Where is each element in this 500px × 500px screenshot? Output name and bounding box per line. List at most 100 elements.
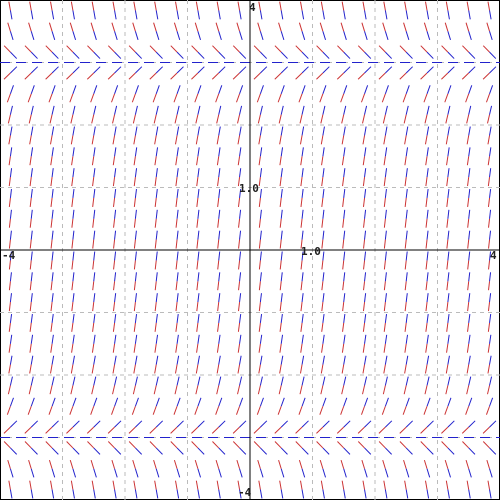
slope-segment: [51, 105, 55, 115]
slope-segment: [30, 230, 33, 240]
slope-segment: [321, 218, 324, 228]
slope-segment: [236, 22, 241, 32]
slope-segment: [280, 147, 284, 157]
slope-segment: [71, 197, 74, 207]
slope-segment: [403, 460, 407, 469]
slope-segment: [30, 147, 34, 157]
slope-segment: [30, 355, 34, 365]
slope-segment: [174, 114, 178, 124]
slope-segment: [340, 460, 345, 469]
slope-segment: [9, 397, 14, 407]
slope-segment: [343, 397, 348, 407]
slope-segment: [112, 480, 116, 490]
slope-segment: [197, 51, 205, 59]
slope-segment: [343, 489, 346, 499]
slope-segment: [405, 272, 408, 282]
slope-segment: [300, 260, 303, 270]
slope-segment: [9, 355, 13, 365]
slope-segment: [361, 22, 366, 32]
slope-segment: [487, 302, 491, 312]
slope-segment: [134, 334, 138, 344]
slope-segment: [114, 105, 118, 115]
slope-segment: [447, 447, 455, 455]
slope-segment: [10, 447, 18, 455]
slope-segment: [321, 322, 324, 332]
slope-segment: [467, 197, 470, 207]
slope-segment: [133, 135, 136, 145]
slope-segment: [48, 22, 53, 32]
slope-segment: [93, 126, 96, 136]
slope-segment: [8, 260, 11, 270]
slope-segment: [217, 302, 220, 312]
slope-segment: [134, 376, 138, 386]
slope-segment: [29, 218, 32, 228]
slope-segment: [467, 281, 470, 291]
slope-segment: [155, 188, 158, 199]
slope-segment: [259, 230, 262, 240]
slope-segment: [175, 343, 178, 353]
slope-segment: [260, 420, 268, 428]
slope-segment: [173, 406, 178, 415]
slope-segment: [343, 230, 346, 240]
slope-segment: [154, 1, 157, 11]
slope-segment: [489, 126, 492, 136]
slope-segment: [320, 364, 324, 374]
slope-segment: [343, 31, 347, 41]
slope-segment: [301, 51, 309, 59]
slope-segment: [404, 239, 407, 249]
slope-segment: [364, 209, 367, 219]
slope-segment: [93, 147, 96, 157]
slope-segment: [238, 281, 241, 291]
slope-segment: [218, 489, 221, 499]
slope-segment: [300, 281, 303, 291]
slope-segment: [217, 239, 220, 249]
slope-segment: [383, 135, 386, 145]
slope-segment: [211, 72, 220, 80]
slope-segment: [239, 489, 242, 499]
slope-segment: [258, 302, 261, 312]
slope-segment: [301, 126, 305, 136]
slope-segment: [468, 468, 472, 478]
slope-segment: [404, 480, 407, 490]
slope-segment: [133, 1, 136, 11]
slope-segment: [237, 156, 241, 166]
slope-segment: [154, 343, 157, 353]
slope-segment: [399, 426, 407, 434]
slope-segment: [51, 293, 54, 303]
slope-segment: [232, 426, 240, 434]
slope-segment: [447, 10, 450, 20]
slope-segment: [405, 251, 408, 261]
slope-segment: [194, 460, 199, 469]
slope-segment: [69, 22, 74, 32]
slope-segment: [176, 313, 179, 323]
slope-segment: [382, 114, 386, 124]
slope-segment: [489, 105, 493, 115]
slope-segment: [197, 489, 200, 499]
slope-segment: [30, 126, 34, 136]
slope-segment: [257, 22, 261, 32]
slope-segment: [320, 1, 324, 11]
slope-segment: [48, 93, 53, 103]
slope-segment: [51, 66, 59, 74]
slope-segment: [364, 334, 367, 344]
slope-segment: [30, 334, 34, 344]
slope-segment: [321, 281, 324, 291]
slope-segment: [280, 251, 283, 261]
slope-segment: [111, 406, 116, 415]
slope-segment: [279, 260, 282, 270]
slope-segment: [92, 218, 95, 228]
slope-segment: [72, 168, 75, 178]
slope-segment: [176, 489, 180, 499]
slope-segment: [341, 114, 345, 124]
slope-segment: [133, 322, 136, 332]
slope-segment: [301, 334, 304, 344]
slope-segment: [237, 114, 241, 124]
slope-segment: [467, 322, 470, 332]
slope-segment: [176, 376, 180, 386]
slope-segment: [72, 447, 80, 455]
slope-segment: [362, 343, 366, 353]
slope-segment: [364, 293, 367, 303]
slope-segment: [114, 334, 117, 344]
slope-segment: [51, 272, 54, 282]
